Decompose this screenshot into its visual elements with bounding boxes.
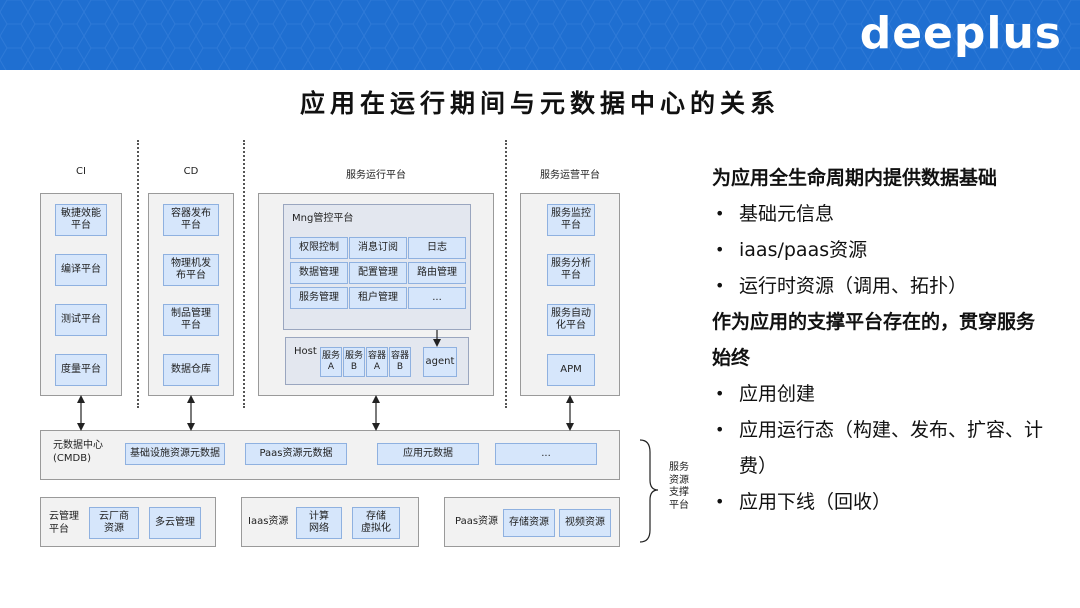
panel-heading-2: 作为应用的支撑平台存在的，贯穿服务 <box>712 311 1036 333</box>
ops-item: 服务分析 平台 <box>547 254 595 286</box>
bullet-icon: • <box>715 204 725 223</box>
host-title: Host <box>294 346 317 357</box>
cmdb-cell: Paas资源元数据 <box>245 443 347 465</box>
separator-run-ops <box>505 140 507 408</box>
panel-list-item-cont: 费） <box>712 448 1072 484</box>
panel-list-item: • 基础元信息 <box>712 196 1072 232</box>
paas-box: Paas资源 存储资源 视频资源 <box>444 497 620 547</box>
host-box: Host 服务 A 服务 B 容器 A 容器 B agent <box>285 337 469 385</box>
panel-list-item: • 应用运行态（构建、发布、扩容、计 <box>712 412 1072 448</box>
mng-cell: 路由管理 <box>408 262 466 284</box>
right-panel: 为应用全生命周期内提供数据基础 • 基础元信息 • iaas/paas资源 • 运行时… <box>712 160 1072 520</box>
ci-item: 测试平台 <box>55 304 107 336</box>
host-cell: 服务 B <box>343 347 365 377</box>
cmdb-cell: ... <box>495 443 597 465</box>
panel-list-item: • 应用创建 <box>712 376 1072 412</box>
list-item-text: 费） <box>739 455 778 477</box>
list-item-text: 应用创建 <box>739 383 816 405</box>
ci-column-title: CI <box>76 166 86 177</box>
cloud-cell: 多云管理 <box>149 507 201 539</box>
bullet-icon: • <box>715 384 725 403</box>
header-pattern <box>0 0 1080 70</box>
mng-cell: 消息订阅 <box>349 237 407 259</box>
list-item-text: 应用运行态（构建、发布、扩容、计 <box>739 419 1044 441</box>
cd-item: 物理机发 布平台 <box>163 254 219 286</box>
header-bar: deeplus <box>0 0 1080 70</box>
panel-heading-1: 为应用全生命周期内提供数据基础 <box>712 167 998 189</box>
deeplus-logo: deeplus <box>859 8 1062 59</box>
bullet-icon: • <box>715 276 725 295</box>
cd-item: 制品管理 平台 <box>163 304 219 336</box>
cmdb-title: 元数据中心 (CMDB) <box>53 440 103 464</box>
cloud-title: 云管理 平台 <box>49 511 79 535</box>
paas-title: Paas资源 <box>455 516 499 527</box>
list-item-text: iaas/paas资源 <box>739 239 868 261</box>
panel-list-item: • 运行时资源（调用、拓扑） <box>712 268 1072 304</box>
run-column-title: 服务运行平台 <box>346 170 406 181</box>
cmdb-cell: 应用元数据 <box>377 443 479 465</box>
mng-cell: 服务管理 <box>290 287 348 309</box>
iaas-box: Iaas资源 计算 网络 存储 虚拟化 <box>241 497 419 547</box>
page-title: 应用在运行期间与元数据中心的关系 <box>299 89 780 118</box>
mng-cell: 权限控制 <box>290 237 348 259</box>
ci-item: 度量平台 <box>55 354 107 386</box>
iaas-title: Iaas资源 <box>248 516 289 527</box>
mng-title: Mng管控平台 <box>292 213 354 224</box>
ops-item: 服务自动 化平台 <box>547 304 595 336</box>
ci-item: 敏捷效能 平台 <box>55 204 107 236</box>
cd-box: 容器发布 平台 物理机发 布平台 制品管理 平台 数据仓库 <box>148 193 234 396</box>
ops-box: 服务监控 平台 服务分析 平台 服务自动 化平台 APM <box>520 193 620 396</box>
ops-item: 服务监控 平台 <box>547 204 595 236</box>
iaas-cell: 存储 虚拟化 <box>352 507 400 539</box>
support-brace <box>639 439 659 543</box>
ops-item: APM <box>547 354 595 386</box>
ci-item: 编译平台 <box>55 254 107 286</box>
panel-list-item: • 应用下线（回收） <box>712 484 1072 520</box>
host-cell: 容器 B <box>389 347 411 377</box>
paas-cell: 视频资源 <box>559 509 611 537</box>
bullet-icon: • <box>715 492 725 511</box>
mng-cell: 配置管理 <box>349 262 407 284</box>
cd-item: 容器发布 平台 <box>163 204 219 236</box>
cloud-cell: 云厂商 资源 <box>89 507 139 539</box>
mng-cell: 日志 <box>408 237 466 259</box>
separator-cd-run <box>243 140 245 408</box>
ci-box: 敏捷效能 平台 编译平台 测试平台 度量平台 <box>40 193 122 396</box>
cmdb-box: 元数据中心 (CMDB) 基础设施资源元数据 Paas资源元数据 应用元数据 .… <box>40 430 620 480</box>
run-box: Mng管控平台 权限控制 消息订阅 日志 数据管理 配置管理 路由管理 服务管理… <box>258 193 494 396</box>
panel-heading-2-cont: 始终 <box>712 347 751 369</box>
mng-cell: 租户管理 <box>349 287 407 309</box>
paas-cell: 存储资源 <box>503 509 555 537</box>
separator-ci-cd <box>137 140 139 408</box>
list-item-text: 应用下线（回收） <box>739 491 892 513</box>
mng-cell: ... <box>408 287 466 309</box>
cd-item: 数据仓库 <box>163 354 219 386</box>
cmdb-cell: 基础设施资源元数据 <box>125 443 225 465</box>
iaas-cell: 计算 网络 <box>296 507 342 539</box>
ops-column-title: 服务运营平台 <box>540 170 600 181</box>
list-item-text: 基础元信息 <box>739 203 835 225</box>
list-item-text: 运行时资源（调用、拓扑） <box>739 275 968 297</box>
bullet-icon: • <box>715 420 725 439</box>
host-cell: 服务 A <box>320 347 342 377</box>
bullet-icon: • <box>715 240 725 259</box>
mng-platform: Mng管控平台 权限控制 消息订阅 日志 数据管理 配置管理 路由管理 服务管理… <box>283 204 471 330</box>
support-label: 服务 资源 支撑 平台 <box>669 462 689 511</box>
host-cell: 容器 A <box>366 347 388 377</box>
mng-cell: 数据管理 <box>290 262 348 284</box>
agent-cell: agent <box>423 347 457 377</box>
cloud-box: 云管理 平台 云厂商 资源 多云管理 <box>40 497 216 547</box>
panel-list-item: • iaas/paas资源 <box>712 232 1072 268</box>
cd-column-title: CD <box>183 166 199 177</box>
